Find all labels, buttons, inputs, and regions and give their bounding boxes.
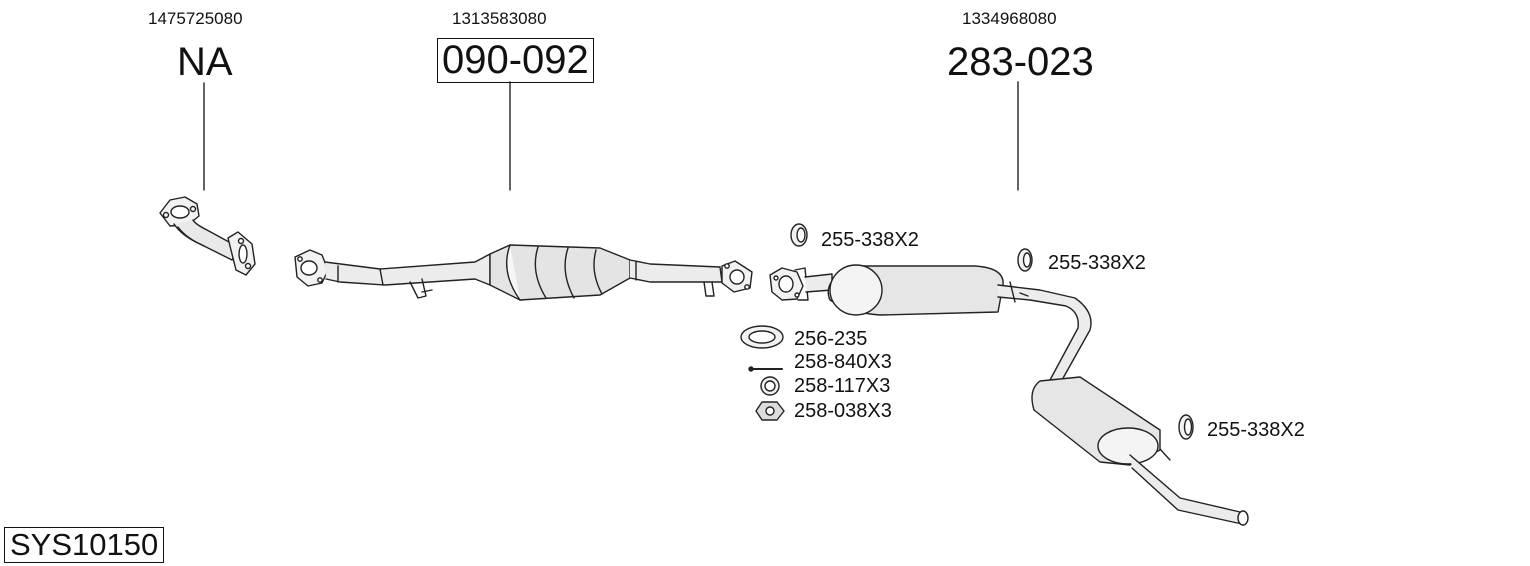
label-bolt: 258-840X3 [794, 351, 892, 373]
ring-gasket-icon [740, 325, 784, 349]
part-number-silencer: 1334968080 [962, 9, 1057, 28]
part-number-catalytic-converter: 1313583080 [452, 9, 547, 28]
gasket-rear-icon [1178, 414, 1194, 440]
bolt-icon [748, 366, 783, 372]
label-gasket-middle: 255-338X2 [1048, 252, 1146, 274]
label-nut: 258-038X3 [794, 400, 892, 422]
front-pipe [159, 196, 256, 276]
spring-washer-icon [760, 376, 780, 396]
part-code-silencer: 283-023 [947, 40, 1094, 84]
gasket-front-icon [790, 223, 808, 247]
part-code-catalytic-converter: 090-092 [437, 38, 594, 83]
part-code-front-pipe: NA [177, 40, 233, 84]
label-gasket-rear: 255-338X2 [1207, 419, 1305, 441]
system-code: SYS10150 [4, 527, 165, 563]
part-number-front-pipe: 1475725080 [148, 9, 243, 28]
nut-icon [755, 401, 785, 421]
label-spring: 258-117X3 [794, 375, 891, 397]
gasket-middle-icon [1017, 248, 1033, 272]
rear-silencer [1031, 376, 1249, 526]
label-gasket-front: 255-338X2 [821, 229, 919, 251]
catalytic-converter-pipe [294, 244, 753, 301]
label-ring-gasket: 256-235 [794, 328, 868, 350]
main-silencer [769, 264, 1092, 381]
